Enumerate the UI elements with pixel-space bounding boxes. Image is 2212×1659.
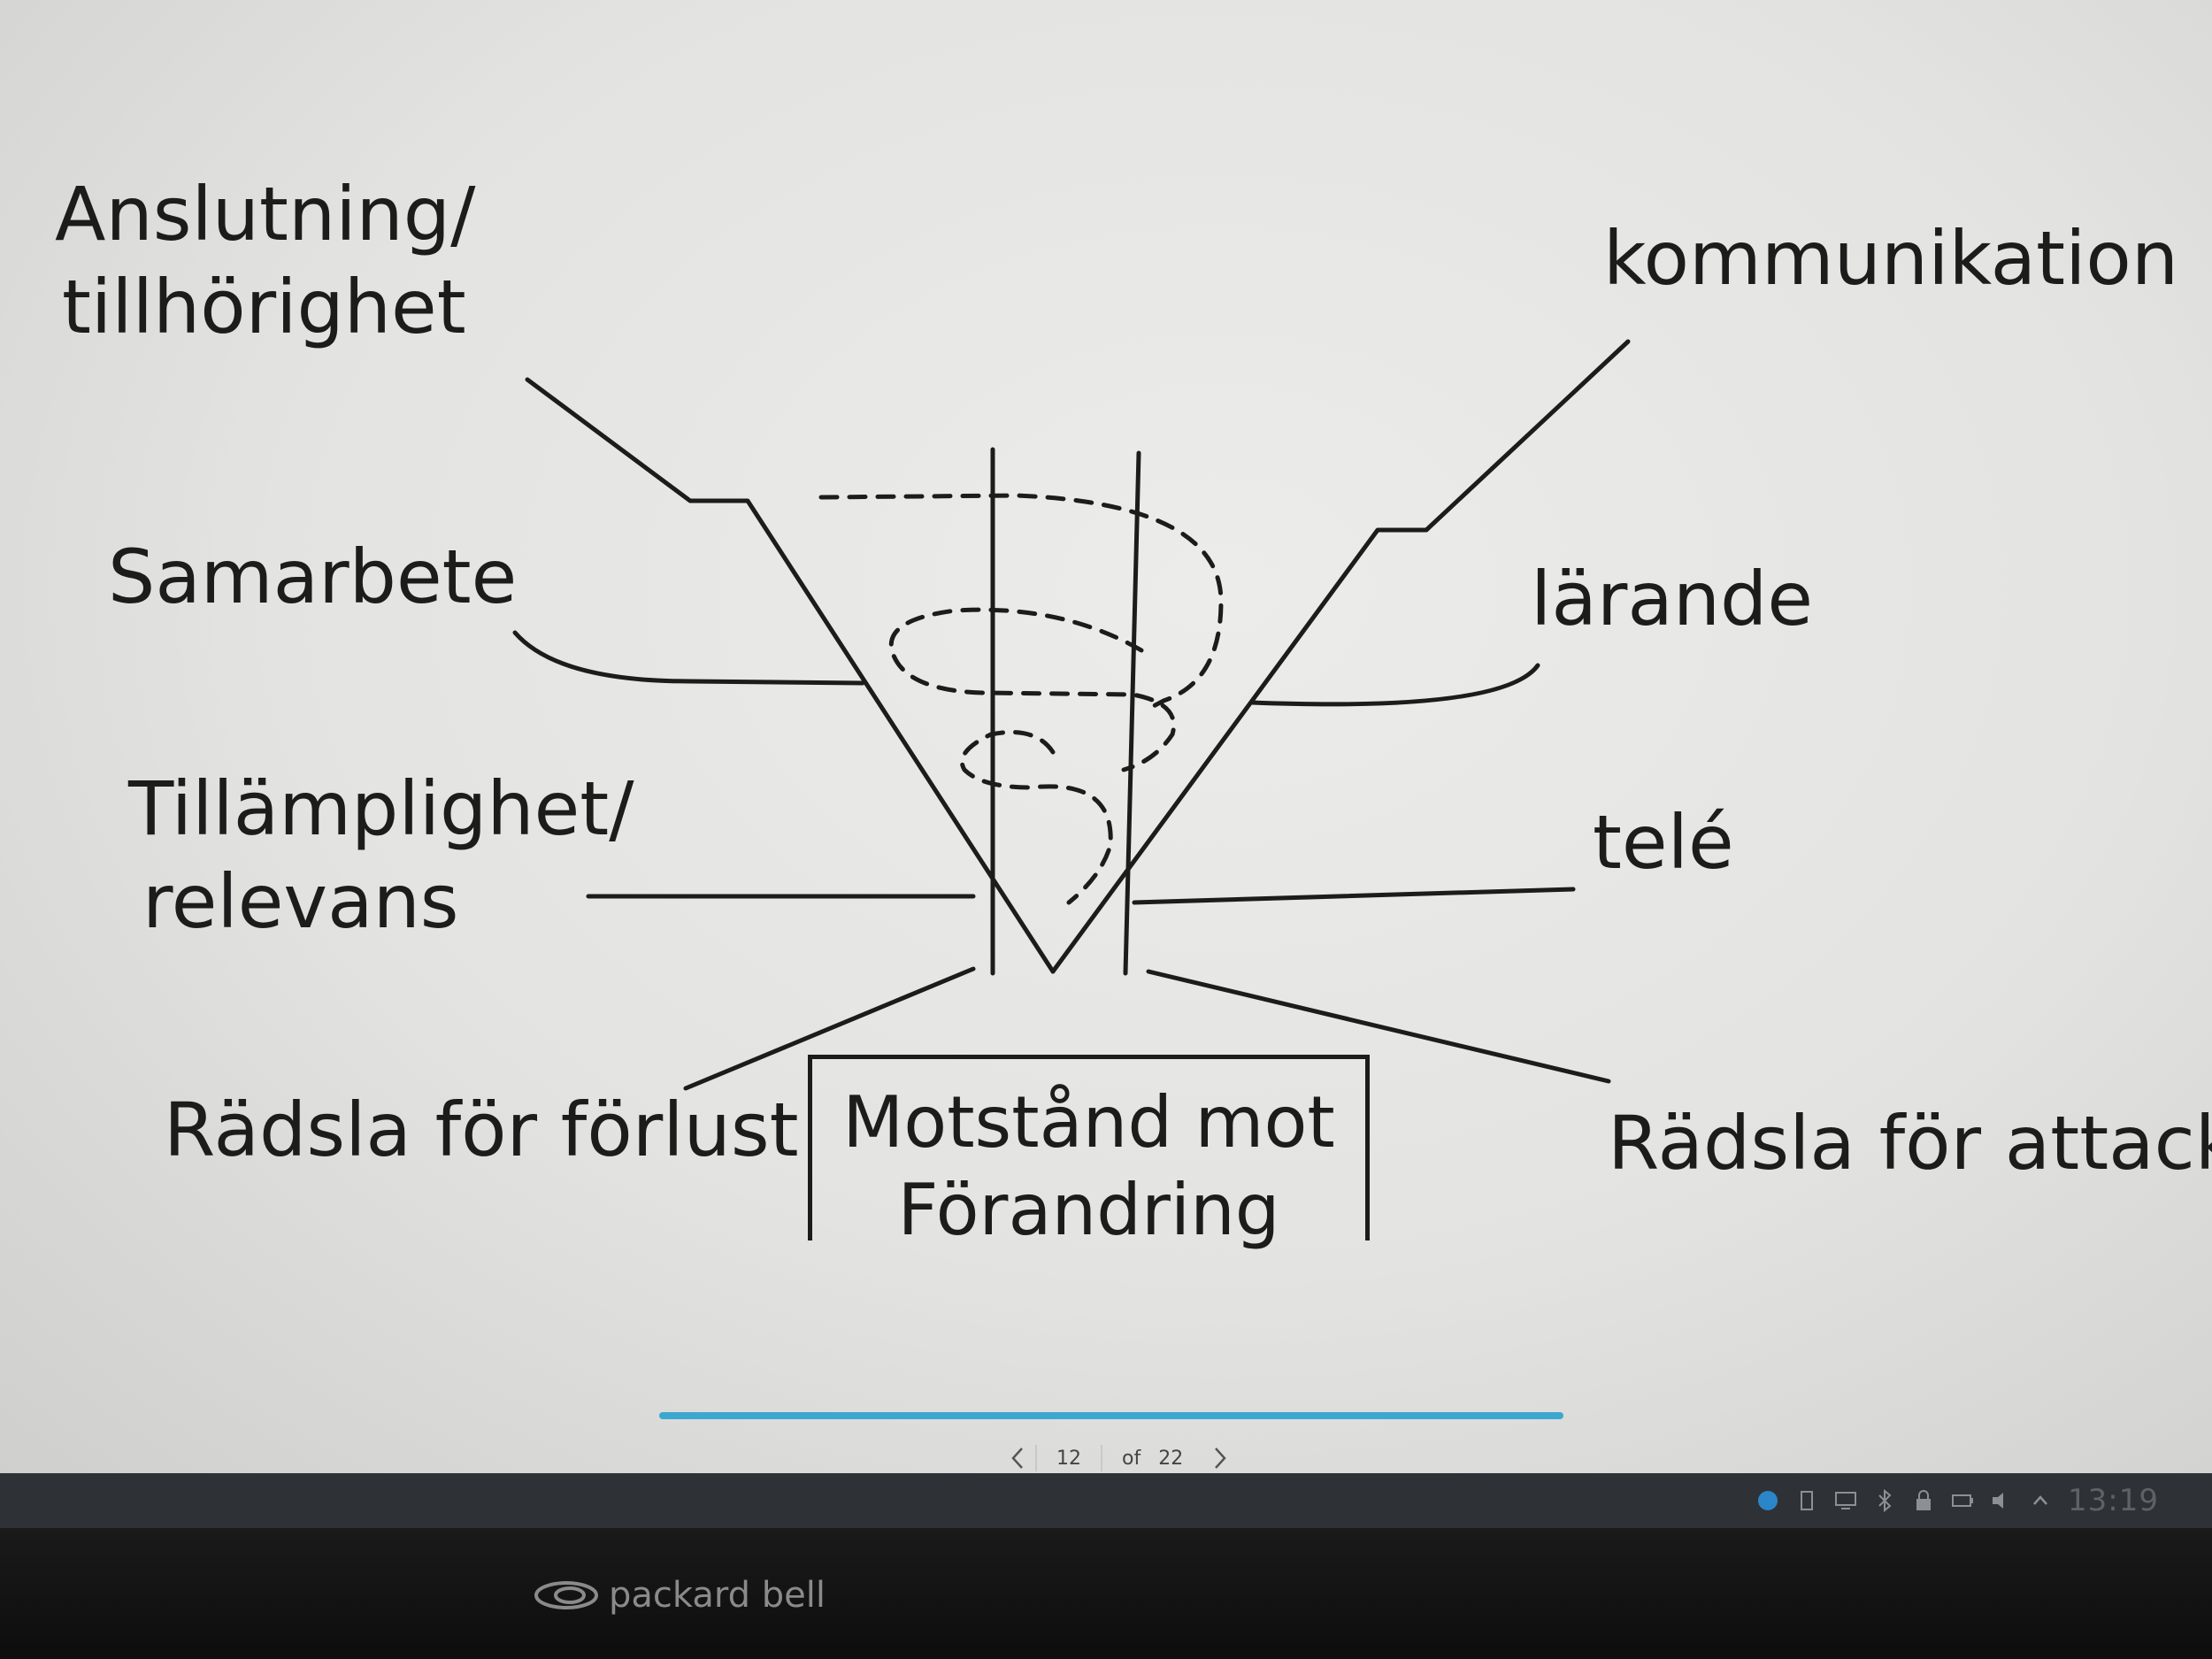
lock-icon[interactable] [1912,1489,1935,1512]
funnel-left-line [525,377,1056,974]
label-tele: telé [1593,799,1734,886]
packard-bell-logo-icon [534,1581,598,1609]
chevron-right-icon [1215,1448,1226,1469]
network-status-icon[interactable] [1756,1489,1779,1512]
bluetooth-icon[interactable] [1873,1489,1896,1512]
center-box-line2: Förandring [897,1169,1280,1252]
center-box-text: Motstånd mot Förandring [812,1059,1365,1254]
current-page-number[interactable]: 12 [1056,1447,1081,1470]
monitor-icon[interactable] [1834,1489,1857,1512]
larande-connector [1249,663,1540,707]
battery-icon[interactable] [1951,1489,1974,1512]
volume-icon[interactable] [1990,1489,2013,1512]
label-tillamplighet: Tillämplighet/ relevans [128,763,634,949]
label-radsla-forlust: Rädsla för förlust [164,1087,799,1173]
system-tray: 13:19 [1756,1482,2159,1519]
label-tillamplighet-line2: relevans [142,858,459,945]
presentation-screen: Anslutning/ tillhörighet Samarbete Tillä… [0,0,2212,1473]
samarbete-connector [512,630,865,686]
usb-icon[interactable] [1795,1489,1818,1512]
right-pillar-line [1123,450,1141,976]
pager-separator [1101,1445,1102,1471]
monitor-brand-logo: packard bell [531,1575,826,1616]
next-page-button[interactable] [1202,1440,1238,1473]
taskbar-clock[interactable]: 13:19 [2068,1483,2159,1518]
prev-page-button[interactable] [1000,1440,1035,1473]
radsla-attack-connector [1146,969,1611,1084]
label-tillamplighet-line1: Tillämplighet/ [128,765,634,852]
monitor-brand-name: packard bell [609,1575,826,1616]
vortex-ring-large [818,493,1224,710]
page-navigator: 12 of 22 [1000,1440,1238,1473]
slide-progress-bar [659,1412,1563,1419]
monitor-bezel [0,1528,2212,1659]
total-pages: 22 [1158,1447,1184,1470]
label-anslutning: Anslutning/ tillhörighet [55,168,475,354]
label-larande: lärande [1531,556,1814,642]
chevron-up-icon[interactable] [2029,1489,2052,1512]
vortex-ring-small [959,730,1113,905]
taskbar: 13:19 [0,1473,2212,1528]
funnel-right-line [1050,339,1631,974]
vortex-ring-medium [888,607,1176,772]
label-radsla-attack: Rädsla för attack [1608,1100,2212,1187]
tele-connector [1132,887,1576,905]
label-kommunikation: kommunikation [1603,215,2179,302]
center-box: Motstånd mot Förandring [808,1055,1370,1251]
page-of-label: of [1122,1447,1141,1470]
label-anslutning-line2: tillhörighet [62,264,466,350]
radsla-forlust-connector [683,966,976,1091]
chevron-left-icon [1011,1448,1023,1469]
label-anslutning-line1: Anslutning/ [55,171,476,257]
funnel-diagram [0,0,2212,1473]
pager-separator [1035,1445,1037,1471]
center-box-line1: Motstånd mot [842,1081,1335,1164]
label-samarbete: Samarbete [108,534,518,620]
